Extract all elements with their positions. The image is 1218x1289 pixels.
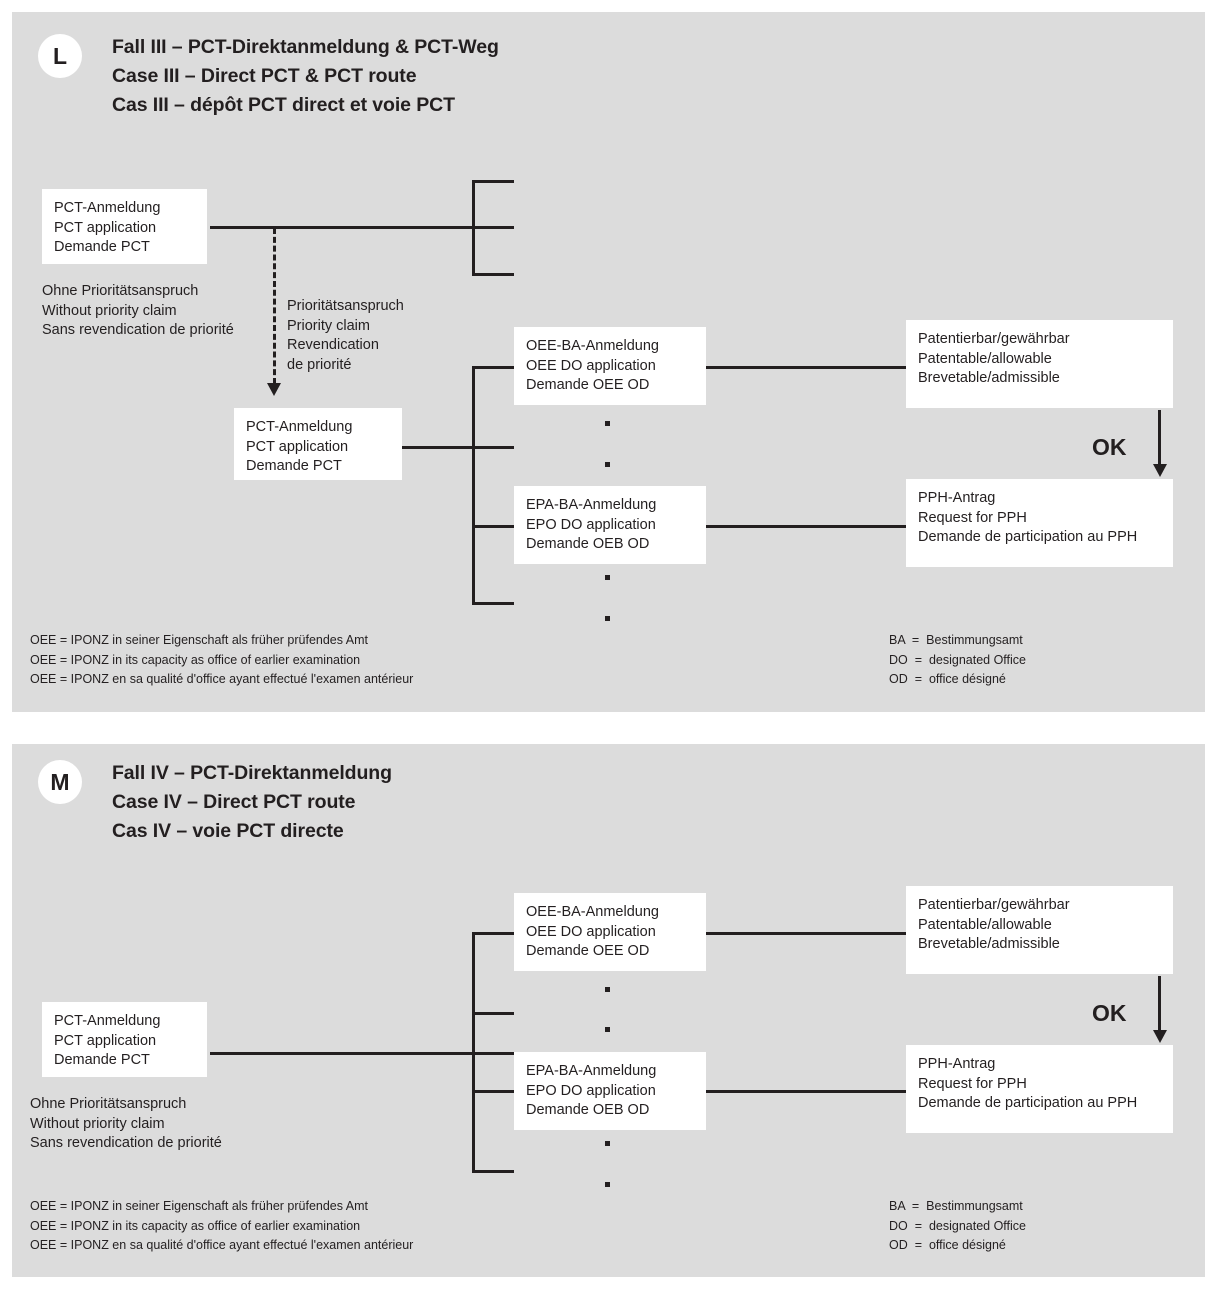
bracket2-stub-upper-mid: [472, 1012, 514, 1015]
box-pct-application-second: PCT-Anmeldung PCT application Demande PC…: [234, 408, 402, 480]
panel-title-de: Fall III – PCT-Direktanmeldung & PCT-Weg: [112, 36, 499, 58]
ellipsis-dot-upper: [605, 421, 610, 426]
panel-case-iii: L Fall III – PCT-Direktanmeldung & PCT-W…: [12, 12, 1205, 712]
note-priority-claim: Prioritätsanspruch Priority claim Revend…: [287, 298, 404, 373]
connector2-epo-to-pph: [706, 1090, 906, 1093]
connector-epo-to-pph: [706, 525, 906, 528]
box-pct-application-top: PCT-Anmeldung PCT application Demande PC…: [42, 189, 207, 264]
bracket-lower-stub-bottom: [472, 602, 514, 605]
box-epo-do-application: EPA-BA-Anmeldung EPO DO application Dema…: [514, 486, 706, 564]
panel2-title-fr: Cas IV – voie PCT directe: [112, 820, 344, 842]
note2-without-priority-claim: Ohne Prioritätsanspruch Without priority…: [30, 1096, 222, 1151]
priority-dashed-line: [273, 228, 276, 384]
bracket-lower-spine: [472, 366, 475, 605]
box2-request-for-pph: PPH-Antrag Request for PPH Demande de pa…: [906, 1045, 1173, 1133]
bracket-lower-stub-epo: [472, 525, 514, 528]
bracket2-stub-oee: [472, 932, 514, 935]
panel-title-en: Case III – Direct PCT & PCT route: [112, 65, 417, 87]
bracket-upper-stub-top: [472, 180, 514, 183]
connector2-pct-to-bracket: [210, 1052, 486, 1055]
panel-title-fr: Cas III – dépôt PCT direct et voie PCT: [112, 94, 455, 116]
panel2-title-en: Case IV – Direct PCT route: [112, 791, 356, 813]
ok-arrow-head: [1153, 464, 1167, 477]
box-request-for-pph: PPH-Antrag Request for PPH Demande de pa…: [906, 479, 1173, 567]
ellipsis2-dot-bottom-upper: [605, 1141, 610, 1146]
bracket-lower-stub-oee: [472, 366, 514, 369]
ellipsis-dot-bottom-upper: [605, 575, 610, 580]
box2-epo-do-application: EPA-BA-Anmeldung EPO DO application Dema…: [514, 1052, 706, 1130]
box2-pct-application: PCT-Anmeldung PCT application Demande PC…: [42, 1002, 207, 1077]
bracket-upper-stub-mid: [472, 226, 514, 229]
connector-oee-to-patentable: [706, 366, 906, 369]
connector-pct2-to-bracket: [402, 446, 486, 449]
panel-badge-m: M: [38, 760, 82, 804]
ellipsis-dot-bottom-lower: [605, 616, 610, 621]
bracket-lower-stub-mid: [472, 446, 514, 449]
box2-patentable-allowable: Patentierbar/gewährbar Patentable/allowa…: [906, 886, 1173, 974]
note-without-priority-claim: Ohne Prioritätsanspruch Without priority…: [42, 283, 234, 338]
ellipsis-dot-lower: [605, 462, 610, 467]
ok2-arrow-shaft: [1158, 976, 1161, 1033]
ellipsis2-dot-lower: [605, 1027, 610, 1032]
ellipsis2-dot-upper: [605, 987, 610, 992]
panel-case-iv: M Fall IV – PCT-Direktanmeldung Case IV …: [12, 744, 1205, 1277]
box-patentable-allowable: Patentierbar/gewährbar Patentable/allowa…: [906, 320, 1173, 408]
ok2-arrow-head: [1153, 1030, 1167, 1043]
bracket2-stub-mid: [472, 1052, 514, 1055]
ellipsis2-dot-bottom-lower: [605, 1182, 610, 1187]
panel-badge-l: L: [38, 34, 82, 78]
ok-arrow-shaft: [1158, 410, 1161, 467]
bracket2-stub-epo: [472, 1090, 514, 1093]
ok2-label: OK: [1092, 1000, 1127, 1026]
box-oee-do-application: OEE-BA-Anmeldung OEE DO application Dema…: [514, 327, 706, 405]
box2-oee-do-application: OEE-BA-Anmeldung OEE DO application Dema…: [514, 893, 706, 971]
panel2-title-de: Fall IV – PCT-Direktanmeldung: [112, 762, 392, 784]
priority-arrow-head: [267, 383, 281, 396]
connector2-oee-to-patentable: [706, 932, 906, 935]
ok-label: OK: [1092, 434, 1127, 460]
legend-abbrev-right: BA = Bestimmungsamt DO = designated Offi…: [889, 633, 1026, 686]
bracket2-stub-bottom: [472, 1170, 514, 1173]
legend-oee-left: OEE = IPONZ in seiner Eigenschaft als fr…: [30, 633, 414, 686]
bracket-upper-stub-bottom: [472, 273, 514, 276]
legend2-oee-left: OEE = IPONZ in seiner Eigenschaft als fr…: [30, 1199, 414, 1252]
legend2-abbrev-right: BA = Bestimmungsamt DO = designated Offi…: [889, 1199, 1026, 1252]
connector-pct-to-bracket: [210, 226, 486, 229]
